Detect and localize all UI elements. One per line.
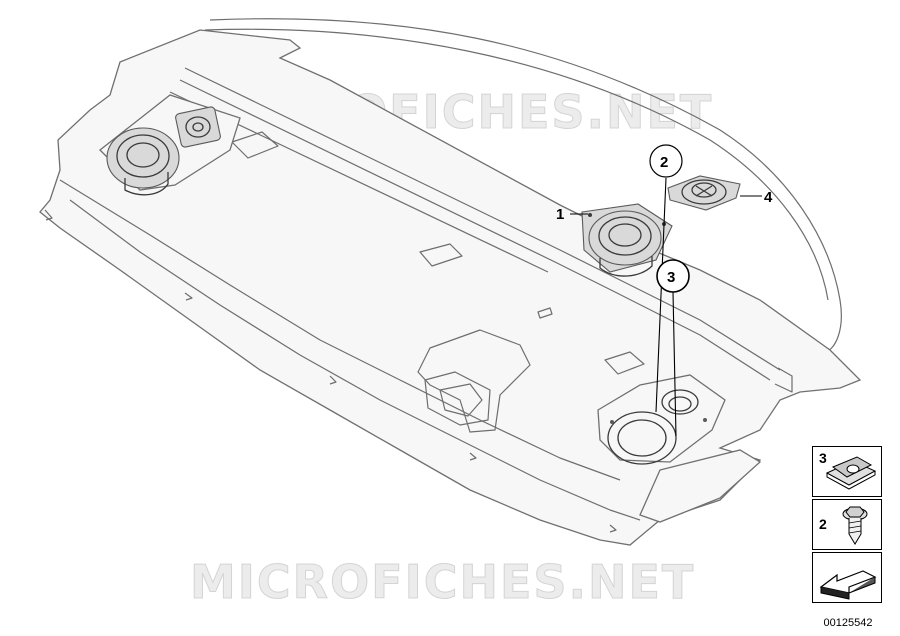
legend-clip-nut: 3 bbox=[812, 446, 882, 497]
clip-nut-icon bbox=[825, 456, 877, 490]
callout-3-label: 3 bbox=[667, 269, 675, 286]
legend-screw: 2 bbox=[812, 499, 882, 550]
callout-2: 2 bbox=[649, 144, 683, 178]
callout-3: 3 bbox=[656, 259, 690, 293]
legend-clip-nut-label: 3 bbox=[819, 450, 827, 466]
direction-arrow-icon bbox=[819, 570, 877, 600]
watermark-bottom: MICROFICHES.NET bbox=[190, 555, 695, 609]
small-parts-legend: 3 2 bbox=[812, 446, 882, 605]
legend-direction bbox=[812, 552, 882, 603]
callout-1: 1 bbox=[556, 206, 564, 223]
right-speaker-pocket bbox=[597, 374, 726, 465]
speaker-part-1[interactable] bbox=[581, 203, 673, 277]
callout-4: 4 bbox=[764, 189, 773, 206]
legend-screw-label: 2 bbox=[819, 516, 827, 532]
leader-lines bbox=[570, 177, 762, 437]
left-speaker-pocket bbox=[99, 94, 241, 196]
callout-2-label: 2 bbox=[660, 154, 668, 171]
tweeter-part-4[interactable] bbox=[667, 175, 741, 211]
diagram-number: 00125542 bbox=[823, 617, 873, 629]
screw-icon bbox=[842, 506, 868, 545]
